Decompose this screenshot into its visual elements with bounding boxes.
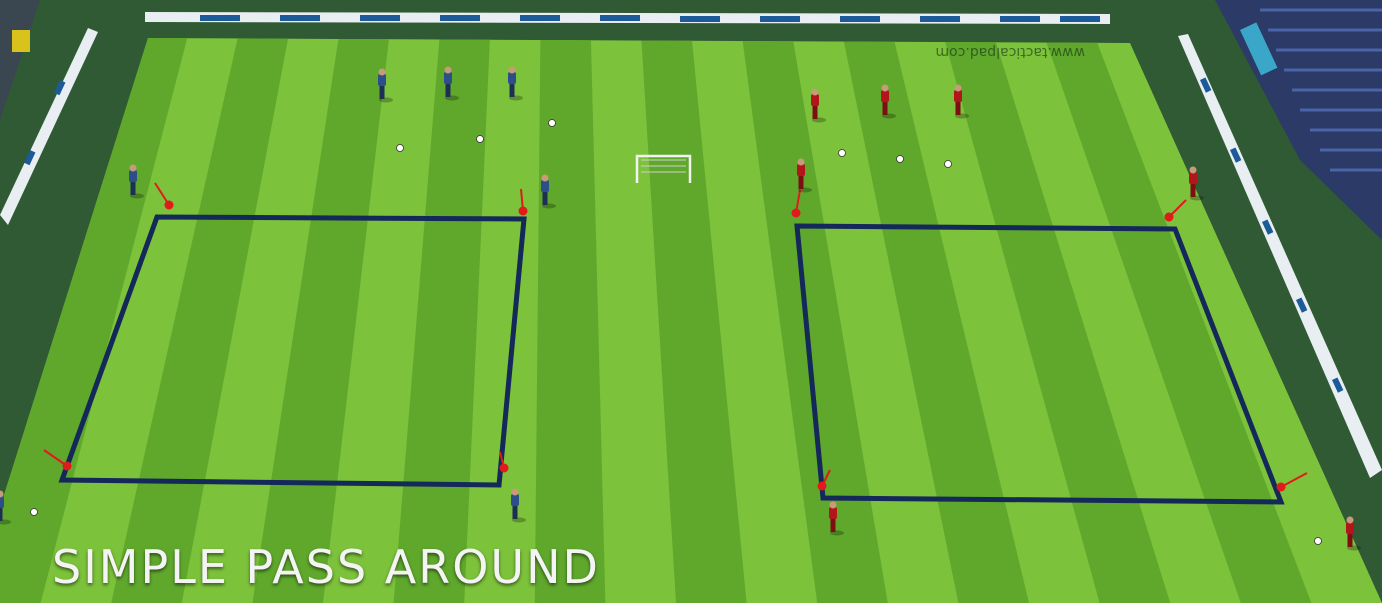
red-player: [829, 501, 844, 536]
left-ad-board: [0, 28, 98, 225]
red-player: [881, 84, 896, 119]
cone-flag: [1280, 472, 1308, 488]
cone-marker: [499, 463, 509, 473]
pitch-stripe: [933, 38, 1171, 603]
ball: [548, 119, 556, 127]
ball: [896, 155, 904, 163]
pitch-stripe: [393, 38, 492, 603]
blue-player: [0, 490, 11, 525]
cone-marker: [1164, 212, 1174, 222]
blue-player: [378, 68, 393, 103]
cone-marker: [791, 208, 801, 218]
cone-marker: [817, 481, 827, 491]
right-ad-board: [1178, 34, 1382, 478]
red-player: [811, 88, 826, 123]
cone-flag: [43, 449, 68, 467]
red-player: [1346, 516, 1361, 551]
red-player: [797, 158, 812, 193]
corner-sign-left: [12, 30, 30, 52]
pitch-stripe: [1031, 38, 1312, 603]
blue-player: [508, 66, 523, 101]
ball: [30, 508, 38, 516]
pitch-stripe: [111, 38, 296, 603]
pitch-stripe: [737, 38, 888, 603]
corner-sign-right: [1240, 22, 1278, 76]
cone-marker: [164, 200, 174, 210]
pitch-stripe: [0, 38, 198, 603]
right-drill-square: [794, 223, 1285, 505]
red-player: [954, 84, 969, 119]
drill-title: SIMPLE PASS AROUND: [52, 540, 600, 594]
blue-player: [541, 174, 556, 209]
pitch-stripe: [534, 38, 606, 603]
pitch-stripe: [252, 38, 394, 603]
ball: [1314, 537, 1322, 545]
pitch-stripe: [639, 38, 747, 603]
blue-player: [129, 164, 144, 199]
right-stand-seats: [1260, 8, 1382, 172]
blue-player: [444, 66, 459, 101]
cone-marker: [518, 206, 528, 216]
left-drill-square: [58, 214, 527, 488]
blue-player: [511, 488, 526, 523]
watermark-text: www.tacticalpad.com: [935, 44, 1085, 60]
ball: [396, 144, 404, 152]
ball: [944, 160, 952, 168]
ball: [838, 149, 846, 157]
cone-marker: [62, 461, 72, 471]
cone-marker: [1276, 482, 1286, 492]
pitch-stripe: [835, 38, 1029, 603]
red-player: [1189, 166, 1204, 201]
ball: [476, 135, 484, 143]
mini-goal: [635, 154, 692, 183]
